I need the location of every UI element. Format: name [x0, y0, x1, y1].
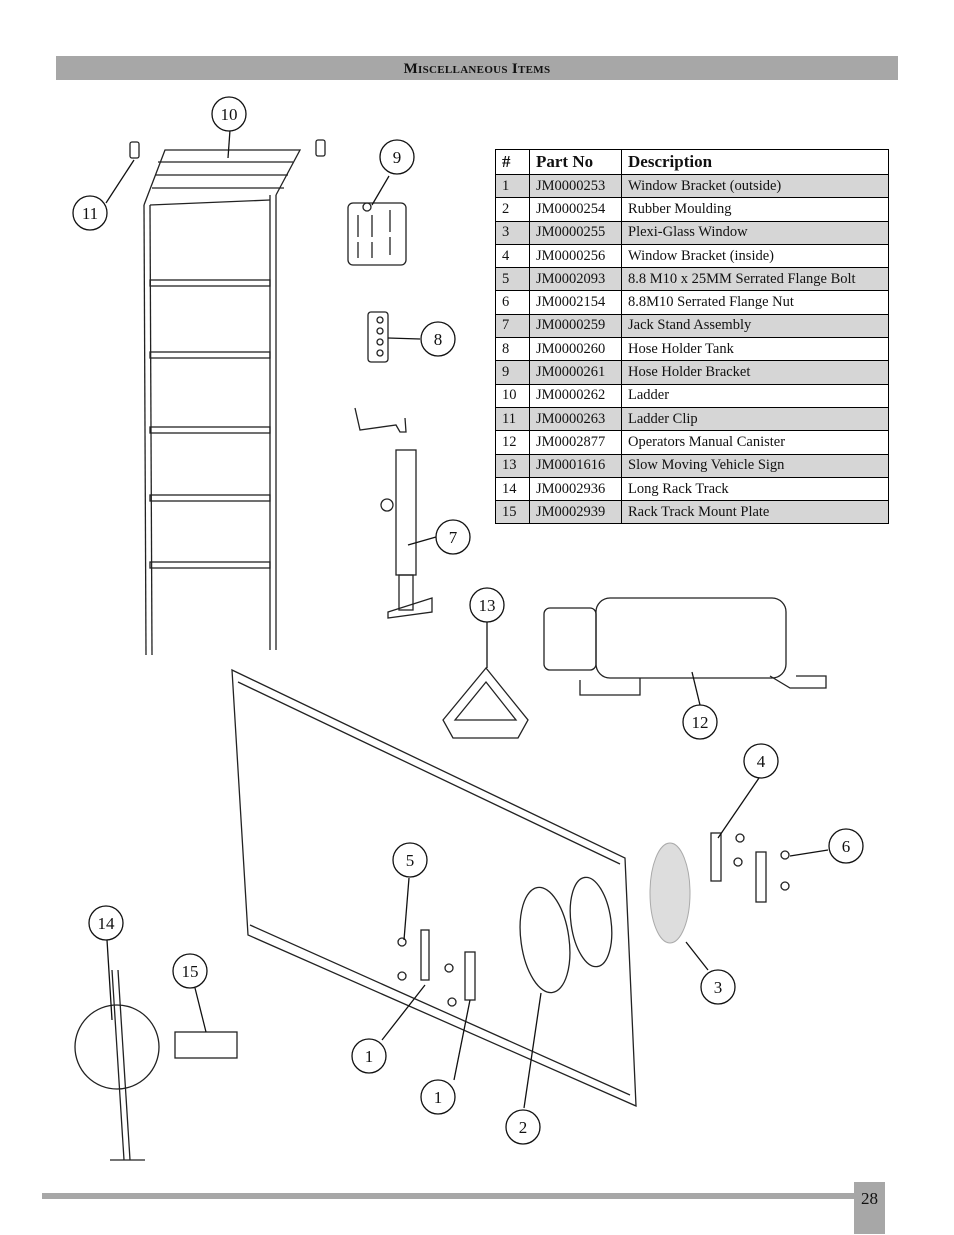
row-number: 1 — [495, 173, 530, 199]
table-row: 7 JM0000259 Jack Stand Assembly — [495, 313, 889, 339]
table-row: 14 JM0002936 Long Rack Track — [495, 476, 889, 502]
hose-holder-tank-drawing — [367, 311, 389, 363]
callout-label: 6 — [842, 837, 851, 856]
table-row: 10 JM0000262 Ladder — [495, 383, 889, 408]
callout-label: 8 — [434, 330, 443, 349]
table-header-row: # Part No Description — [495, 149, 889, 175]
callout-label: 14 — [98, 914, 116, 933]
row-part-no: JM0000255 — [529, 220, 622, 245]
row-description: Operators Manual Canister — [621, 430, 889, 455]
callout-label: 15 — [182, 962, 199, 981]
row-number: 10 — [495, 383, 530, 408]
smv-sign-drawing — [442, 666, 529, 739]
table-row: 11 JM0000263 Ladder Clip — [495, 406, 889, 432]
row-description: 8.8M10 Serrated Flange Nut — [621, 290, 889, 315]
row-number: 5 — [495, 267, 530, 292]
row-description: Hose Holder Tank — [621, 337, 889, 362]
callout-label: 13 — [479, 596, 496, 615]
page-number: 28 — [861, 1189, 878, 1208]
callout-label: 7 — [449, 528, 458, 547]
row-number: 2 — [495, 197, 530, 222]
row-number: 14 — [495, 476, 530, 502]
rack-track-drawing — [74, 969, 238, 1161]
row-description: 8.8 M10 x 25MM Serrated Flange Bolt — [621, 267, 889, 292]
row-number: 11 — [495, 406, 530, 432]
plexi-window-drawing — [649, 842, 691, 944]
row-part-no: JM0002936 — [529, 476, 622, 502]
table-row: 9 JM0000261 Hose Holder Bracket — [495, 360, 889, 385]
table-row: 15 JM0002939 Rack Track Mount Plate — [495, 500, 889, 525]
row-description: Rubber Moulding — [621, 197, 889, 222]
row-part-no: JM0000262 — [529, 383, 622, 408]
callout-label: 9 — [393, 148, 402, 167]
table-row: 1 JM0000253 Window Bracket (outside) — [495, 173, 889, 199]
row-part-no: JM0000253 — [529, 173, 622, 199]
row-part-no: JM0000259 — [529, 313, 622, 339]
jack-stand-drawing — [354, 407, 433, 619]
row-part-no: JM0000254 — [529, 197, 622, 222]
table-row: 2 JM0000254 Rubber Moulding — [495, 197, 889, 222]
row-part-no: JM0001616 — [529, 453, 622, 478]
row-description: Ladder Clip — [621, 406, 889, 432]
page-number-box: 28 — [854, 1182, 885, 1234]
row-part-no: JM0002877 — [529, 430, 622, 455]
table-row: 12 JM0002877 Operators Manual Canister — [495, 430, 889, 455]
row-part-no: JM0002093 — [529, 267, 622, 292]
column-header-part-no: Part No — [529, 149, 622, 175]
callout-circles — [72, 96, 864, 1145]
ladder-drawing — [129, 139, 326, 656]
row-number: 7 — [495, 313, 530, 339]
row-description: Long Rack Track — [621, 476, 889, 502]
row-number: 15 — [495, 500, 530, 525]
callout-label: 5 — [406, 851, 415, 870]
callout-label: 2 — [519, 1118, 528, 1137]
table-row: 4 JM0000256 Window Bracket (inside) — [495, 243, 889, 269]
callout-label: 1 — [434, 1088, 443, 1107]
row-number: 9 — [495, 360, 530, 385]
row-description: Plexi-Glass Window — [621, 220, 889, 245]
callout-label: 12 — [692, 713, 709, 732]
callout-label: 11 — [82, 204, 98, 223]
callout-label: 3 — [714, 978, 723, 997]
row-part-no: JM0000261 — [529, 360, 622, 385]
section-title: Miscellaneous Items — [403, 61, 551, 77]
column-header-description: Description — [621, 149, 889, 175]
row-description: Window Bracket (inside) — [621, 243, 889, 269]
parts-table: # Part No Description 1 JM0000253 Window… — [495, 149, 889, 525]
hose-holder-bracket-drawing — [347, 202, 407, 266]
table-row: 13 JM0001616 Slow Moving Vehicle Sign — [495, 453, 889, 478]
row-number: 4 — [495, 243, 530, 269]
callout-label: 10 — [221, 105, 238, 124]
row-number: 3 — [495, 220, 530, 245]
row-part-no: JM0000256 — [529, 243, 622, 269]
row-part-no: JM0000260 — [529, 337, 622, 362]
manual-canister-drawing — [543, 597, 827, 696]
table-row: 8 JM0000260 Hose Holder Tank — [495, 337, 889, 362]
callout-label: 4 — [757, 752, 766, 771]
table-row: 6 JM0002154 8.8M10 Serrated Flange Nut — [495, 290, 889, 315]
table-row: 3 JM0000255 Plexi-Glass Window — [495, 220, 889, 245]
row-number: 8 — [495, 337, 530, 362]
row-part-no: JM0002154 — [529, 290, 622, 315]
row-part-no: JM0002939 — [529, 500, 622, 525]
row-number: 13 — [495, 453, 530, 478]
row-number: 6 — [495, 290, 530, 315]
row-description: Slow Moving Vehicle Sign — [621, 453, 889, 478]
row-description: Window Bracket (outside) — [621, 173, 889, 199]
row-description: Ladder — [621, 383, 889, 408]
section-header: Miscellaneous Items — [56, 56, 898, 80]
row-part-no: JM0000263 — [529, 406, 622, 432]
table-row: 5 JM0002093 8.8 M10 x 25MM Serrated Flan… — [495, 267, 889, 292]
row-number: 12 — [495, 430, 530, 455]
row-description: Jack Stand Assembly — [621, 313, 889, 339]
panel-drawing — [231, 668, 637, 1108]
callout-label: 1 — [365, 1047, 374, 1066]
column-header-number: # — [495, 149, 530, 175]
row-description: Rack Track Mount Plate — [621, 500, 889, 525]
row-description: Hose Holder Bracket — [621, 360, 889, 385]
leader-lines — [105, 129, 829, 1109]
footer-bar — [42, 1193, 854, 1199]
window-hardware-drawing — [397, 832, 790, 1007]
